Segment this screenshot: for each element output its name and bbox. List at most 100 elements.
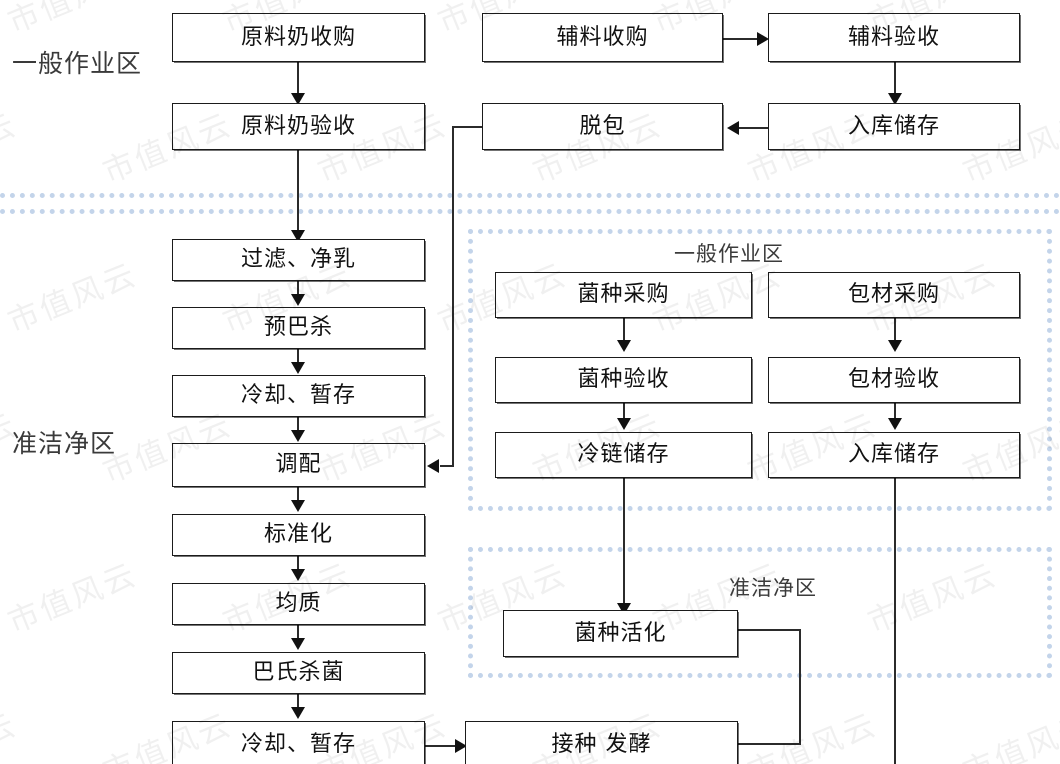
watermark-text: 市值风云 [2, 256, 143, 341]
node-unpacking[interactable]: 脱包 [482, 103, 723, 150]
arrowhead-culture-acceptance [617, 340, 631, 352]
connector-blending-to-standardize [297, 487, 299, 506]
connector-rawmilk-acceptance-to-filter [297, 150, 299, 236]
node-blending[interactable]: 调配 [172, 443, 425, 487]
node-aux-purchase[interactable]: 辅料收购 [482, 13, 723, 62]
connector-pack-purchase-to-acceptance [894, 318, 896, 346]
connector-pasteurize-to-coolhold2 [297, 694, 299, 713]
arrowhead-coolhold1 [291, 362, 305, 374]
watermark-text: 市值风云 [957, 706, 1060, 764]
node-cool-hold-1[interactable]: 冷却、暂存 [172, 375, 425, 417]
arrowhead-prepast [291, 294, 305, 306]
node-culture-purchase[interactable]: 菌种采购 [495, 272, 752, 318]
zone-divider-top-2 [0, 209, 1060, 214]
node-label: 脱包 [579, 113, 626, 139]
arrowhead-pack-storage [888, 418, 902, 430]
node-aux-acceptance[interactable]: 辅料验收 [768, 13, 1020, 62]
connector-unpacking-to-blending-h2 [440, 465, 454, 467]
panel-title-general-right: 一般作业区 [674, 242, 784, 266]
node-label: 菌种采购 [577, 282, 670, 307]
node-label: 调配 [275, 452, 322, 477]
arrowhead-unpacking [727, 121, 739, 135]
arrowhead-standardize [291, 500, 305, 512]
arrowhead-homogenize [291, 569, 305, 581]
watermark-text: 市值风云 [2, 556, 143, 641]
zone-label-general-top: 一般作业区 [12, 49, 143, 78]
connector-activation-to-ferment-h1 [738, 629, 801, 631]
node-label: 均质 [275, 591, 322, 616]
node-culture-acceptance[interactable]: 菌种验收 [495, 357, 752, 403]
connector-pack-acceptance-to-storage [894, 403, 896, 425]
connector-aux-acceptance-to-storage [894, 62, 896, 98]
node-aux-storage[interactable]: 入库储存 [768, 103, 1020, 150]
connector-aux-storage-to-unpacking [730, 127, 770, 129]
panel-general-right [468, 229, 1052, 511]
connector-activation-to-ferment-v [799, 629, 801, 744]
node-label: 菌种活化 [574, 620, 667, 646]
node-label: 原料奶验收 [240, 113, 356, 139]
node-label: 入库储存 [847, 113, 940, 139]
connector-culture-purchase-to-acceptance [623, 318, 625, 346]
connector-aux-purchase-to-acceptance [723, 38, 765, 40]
panel-title-semiclean-right: 准洁净区 [729, 576, 817, 600]
node-label: 包材验收 [847, 367, 940, 392]
node-raw-milk-acceptance[interactable]: 原料奶验收 [172, 103, 425, 150]
node-label: 预巴杀 [263, 315, 333, 340]
node-cold-chain-storage[interactable]: 冷链储存 [495, 432, 752, 478]
arrowhead-coldchain [617, 418, 631, 430]
connector-standardize-to-homogenize [297, 556, 299, 575]
arrowhead-aux-storage [888, 93, 902, 105]
node-raw-milk-purchase[interactable]: 原料奶收购 [172, 13, 425, 62]
zone-divider-top-1 [0, 193, 1060, 198]
connector-coolhold2-to-ferment [425, 745, 465, 747]
node-label: 冷却、暂存 [240, 732, 356, 757]
node-pack-storage[interactable]: 入库储存 [768, 432, 1020, 478]
connector-activation-to-ferment-h2 [738, 743, 801, 745]
watermark-text: 市值风云 [0, 106, 23, 191]
node-label: 冷链储存 [577, 442, 670, 467]
node-label: 标准化 [263, 522, 333, 547]
node-filter-clarify[interactable]: 过滤、净乳 [172, 239, 425, 281]
node-inoculate-ferment[interactable]: 接种 发酵 [465, 721, 738, 764]
node-label: 辅料收购 [556, 24, 649, 50]
node-standardize[interactable]: 标准化 [172, 514, 425, 556]
arrowhead-aux-acceptance [757, 32, 769, 46]
watermark-text: 市值风云 [0, 0, 143, 42]
zone-label-semiclean-left: 准洁净区 [12, 429, 117, 458]
connector-rawmilk-purchase-to-acceptance [297, 62, 299, 98]
node-label: 巴氏杀菌 [252, 660, 345, 685]
node-pasteurize[interactable]: 巴氏杀菌 [172, 652, 425, 694]
node-label: 接种 发酵 [551, 732, 652, 757]
connector-homogenize-to-pasteurize [297, 625, 299, 644]
node-label: 菌种验收 [577, 367, 670, 392]
connector-prepast-to-coolhold1 [297, 349, 299, 368]
node-label: 冷却、暂存 [240, 383, 356, 408]
connector-pack-storage-downstream [894, 478, 896, 764]
node-label: 原料奶收购 [240, 24, 356, 50]
connector-unpacking-to-blending-v [452, 126, 454, 466]
arrowhead-pack-acceptance [888, 340, 902, 352]
panel-semiclean-right [468, 547, 1052, 678]
arrowhead-blending-top [291, 430, 305, 442]
connector-filter-to-prepast [297, 281, 299, 300]
node-label: 入库储存 [847, 442, 940, 467]
connector-coolhold1-to-blending [297, 417, 299, 436]
node-pack-purchase[interactable]: 包材采购 [768, 272, 1020, 318]
arrowhead-coolhold2 [291, 707, 305, 719]
connector-culture-acceptance-to-coldchain [623, 403, 625, 425]
node-culture-activation[interactable]: 菌种活化 [503, 610, 738, 657]
arrowhead-rawmilk-acceptance [291, 93, 305, 105]
connector-unpacking-to-blending-h1 [452, 126, 482, 128]
node-pack-acceptance[interactable]: 包材验收 [768, 357, 1020, 403]
arrowhead-pasteurize [291, 638, 305, 650]
watermark-text: 市值风云 [742, 706, 883, 764]
arrowhead-ferment-left [455, 739, 467, 753]
node-label: 辅料验收 [847, 24, 940, 50]
node-cool-hold-2[interactable]: 冷却、暂存 [172, 721, 425, 764]
watermark-text: 市值风云 [0, 706, 23, 764]
node-label: 包材采购 [847, 282, 940, 307]
node-pre-pasteurize[interactable]: 预巴杀 [172, 307, 425, 349]
node-homogenize[interactable]: 均质 [172, 583, 425, 625]
arrowhead-blending [427, 459, 439, 473]
